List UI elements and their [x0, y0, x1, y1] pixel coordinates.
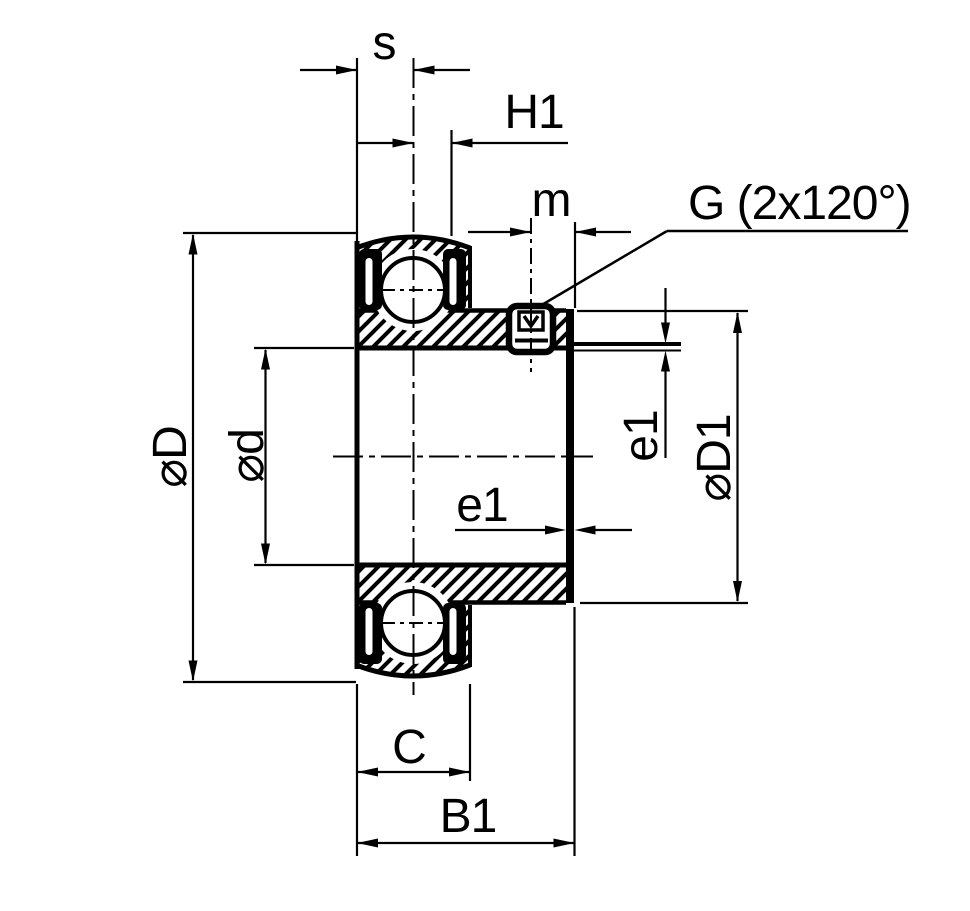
arrowhead: [188, 233, 198, 255]
seal-bottom-left: [359, 603, 382, 664]
dim-label-dia-d-bore: ⌀d: [221, 429, 274, 483]
arrowhead: [661, 350, 670, 372]
arrowhead: [357, 767, 378, 777]
arrowhead: [449, 767, 470, 777]
seal-bottom-right: [443, 603, 466, 664]
dimension-e1-axial: e1: [455, 479, 632, 535]
arrowhead: [261, 543, 270, 565]
dim-label-dia-d-outer: ⌀D: [144, 426, 197, 488]
arrowhead: [553, 838, 575, 848]
arrowhead: [413, 65, 435, 75]
arrowhead: [451, 138, 473, 148]
dimension-b1: B1: [355, 607, 576, 856]
dimension-h1: H1: [358, 86, 568, 236]
callout-g: G (2x120°): [539, 177, 912, 308]
arrowhead: [336, 65, 357, 75]
dimension-extension-diameter: ⌀D1: [577, 309, 748, 605]
outer-ring-od-top-arc: [355, 234, 471, 251]
dimension-outer-diameter: ⌀D: [144, 231, 356, 684]
seal-top-right: [443, 249, 466, 310]
dim-label-e1-axial: e1: [456, 479, 507, 532]
dim-label-h1: H1: [504, 86, 563, 139]
arrowhead: [733, 581, 742, 602]
arrowhead: [574, 525, 596, 535]
seal-top-left: [359, 249, 382, 310]
callout-label-g: G (2x120°): [688, 177, 911, 230]
arrowhead: [733, 312, 742, 333]
center-lines: [333, 58, 593, 695]
arrowhead: [575, 227, 596, 237]
dimension-c: C: [357, 684, 472, 781]
dimension-m: m: [468, 174, 631, 308]
leader-line: [539, 229, 668, 308]
arrowhead: [261, 348, 270, 370]
dim-label-s: s: [373, 17, 396, 70]
dim-label-c: C: [392, 721, 426, 774]
arrowhead: [510, 227, 531, 237]
dimension-bore-diameter: ⌀d: [221, 346, 354, 567]
dim-label-m: m: [532, 174, 571, 227]
dimension-e1-radial: e1: [615, 288, 670, 462]
arrowhead: [357, 838, 378, 848]
arrowhead: [188, 660, 198, 682]
dim-label-dia-d1: ⌀D1: [688, 414, 741, 501]
arrowhead: [545, 525, 566, 535]
arrowhead: [392, 138, 414, 148]
dim-label-b1: B1: [440, 790, 497, 843]
arrowhead: [661, 322, 670, 344]
dim-label-e1-radial: e1: [615, 410, 668, 461]
dimension-s: s: [300, 17, 470, 243]
